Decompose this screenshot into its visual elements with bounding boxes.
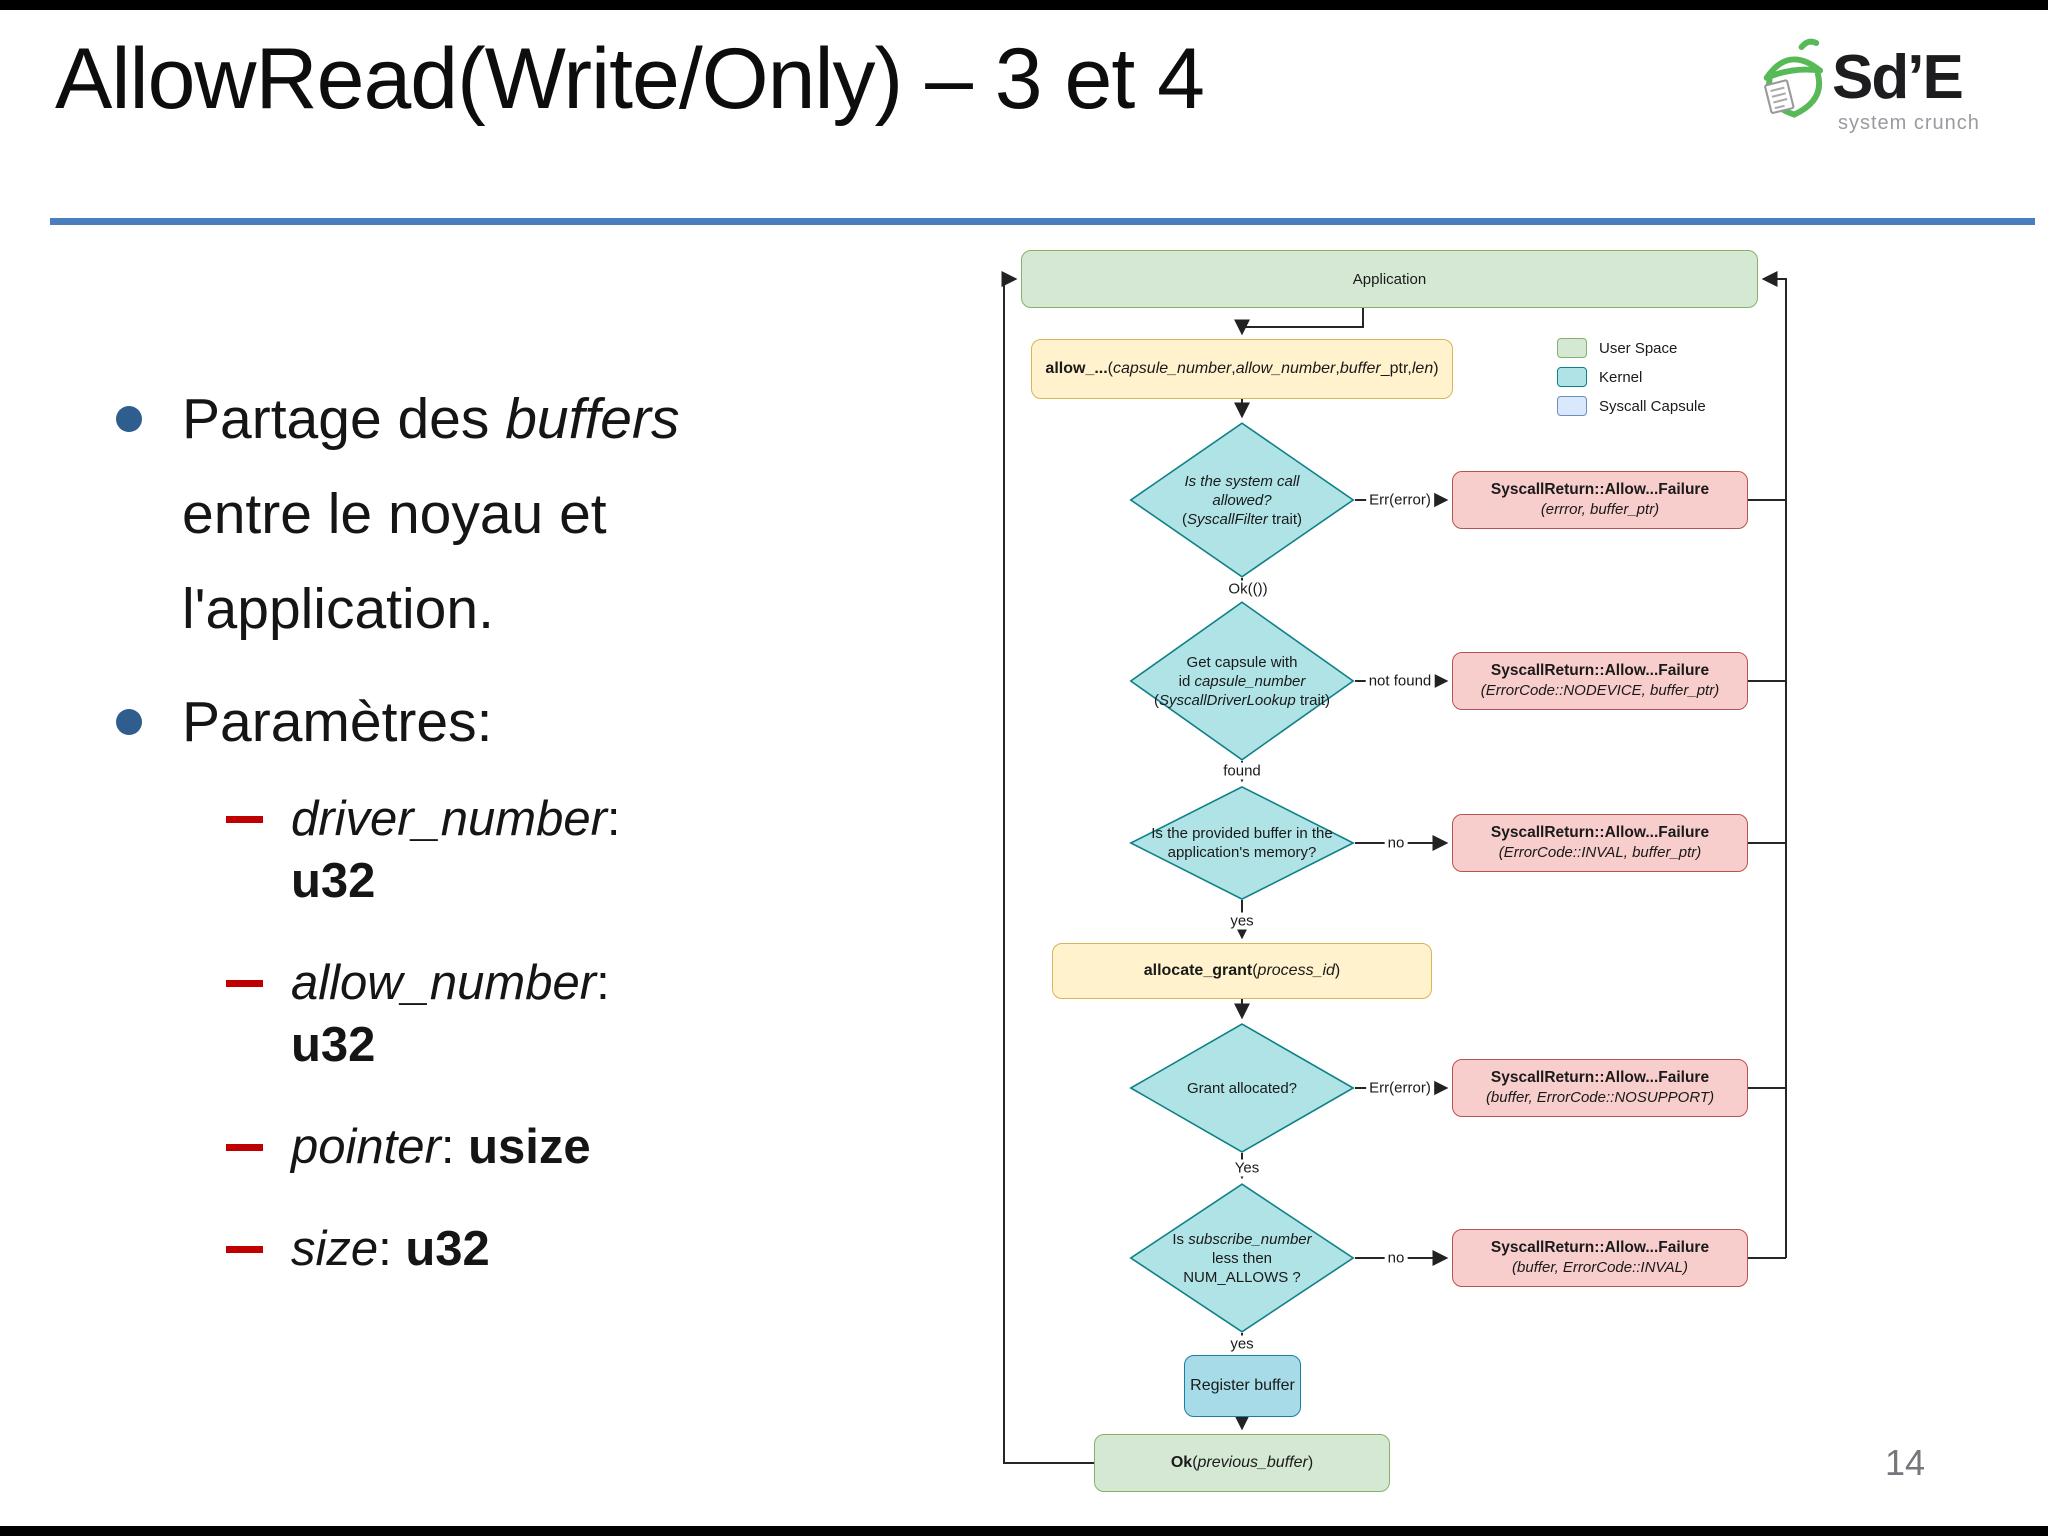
param-allow-number: allow_number: u32 xyxy=(226,952,706,1076)
bullet-text: Paramètres: xyxy=(182,690,493,754)
bullet-item-partage: Partage des buffers entre le noyau et l'… xyxy=(96,372,706,657)
decision-grant-allocated: Grant allocated? xyxy=(1129,1023,1355,1153)
bullet-item-parametres: Paramètres: xyxy=(96,675,706,770)
decision-capsule-lookup: Get capsule with id capsule_number (Sysc… xyxy=(1129,601,1355,761)
acorn-logo-icon xyxy=(1763,38,1823,118)
edge-label-err: Err(error) xyxy=(1366,1079,1434,1097)
node-register-buffer: Register buffer xyxy=(1184,1355,1301,1417)
node-ok-return: Ok (previous_buffer) xyxy=(1094,1434,1390,1492)
edge-label-err: Err(error) xyxy=(1366,491,1434,509)
legend-item-user-space: User Space xyxy=(1557,338,1706,358)
legend-item-kernel: Kernel xyxy=(1557,367,1706,387)
dash-bullet-icon xyxy=(226,816,263,823)
letterbox-bottom xyxy=(0,1526,2048,1536)
decision-buffer-in-memory: Is the provided buffer in the applicatio… xyxy=(1129,786,1355,900)
param-pointer: pointer: usize xyxy=(226,1116,706,1178)
logo: Sd’E system crunch xyxy=(1752,30,2022,134)
decision-allow-number-range: Is subscribe_number less then NUM_ALLOWS… xyxy=(1129,1183,1355,1333)
legend: User Space Kernel Syscall Capsule xyxy=(1557,338,1706,425)
node-allow-syscall: allow_... (capsule_number, allow_number,… xyxy=(1031,339,1453,399)
legend-item-syscall-capsule: Syscall Capsule xyxy=(1557,396,1706,416)
node-allocate-grant: allocate_grant (process_id) xyxy=(1052,943,1432,999)
node-failure-inval-ptr: SyscallReturn::Allow...Failure (ErrorCod… xyxy=(1452,814,1748,872)
node-application: Application xyxy=(1021,250,1758,308)
param-driver-number: driver_number: u32 xyxy=(226,788,706,912)
parameter-list: driver_number: u32 allow_number: u32 poi… xyxy=(226,788,706,1280)
edge-label-found: found xyxy=(1220,762,1264,780)
bullet-dot-icon xyxy=(116,406,142,432)
bullet-text: Partage des buffers entre le noyau et l'… xyxy=(182,387,680,641)
edge-label-yes: yes xyxy=(1227,1335,1257,1353)
dash-bullet-icon xyxy=(226,980,263,987)
edge-label-no: no xyxy=(1384,1249,1408,1267)
param-size: size: u32 xyxy=(226,1218,706,1280)
edge-label-ok: Ok(()) xyxy=(1225,580,1271,598)
node-failure-filter: SyscallReturn::Allow...Failure (errror, … xyxy=(1452,471,1748,529)
title-divider xyxy=(50,218,2035,225)
document-icon xyxy=(1764,79,1795,114)
edge-label-no: no xyxy=(1384,834,1408,852)
edge-label-yes: yes xyxy=(1227,912,1257,930)
syscall-capsule-swatch-icon xyxy=(1557,396,1587,416)
kernel-swatch-icon xyxy=(1557,367,1587,387)
dash-bullet-icon xyxy=(226,1246,263,1253)
logo-subtitle: system crunch xyxy=(1838,112,1980,134)
edge-label-yes: Yes xyxy=(1231,1159,1263,1177)
logo-name: Sd’E xyxy=(1832,43,1964,112)
dash-bullet-icon xyxy=(226,1144,263,1151)
bullet-dot-icon xyxy=(116,709,142,735)
edge-label-not-found: not found xyxy=(1365,672,1435,690)
node-failure-nosupport: SyscallReturn::Allow...Failure (buffer, … xyxy=(1452,1059,1748,1117)
letterbox-top xyxy=(0,0,2048,10)
page-number: 14 xyxy=(1885,1442,1926,1483)
node-failure-nodevice: SyscallReturn::Allow...Failure (ErrorCod… xyxy=(1452,652,1748,710)
bullet-list: Partage des buffers entre le noyau et l'… xyxy=(96,372,706,1320)
user-space-swatch-icon xyxy=(1557,338,1587,358)
node-failure-inval-buffer: SyscallReturn::Allow...Failure (buffer, … xyxy=(1452,1229,1748,1287)
decision-syscall-allowed: Is the system call allowed? (SyscallFilt… xyxy=(1129,422,1355,578)
page-title: AllowRead(Write/Only) – 3 et 4 xyxy=(55,31,1205,127)
